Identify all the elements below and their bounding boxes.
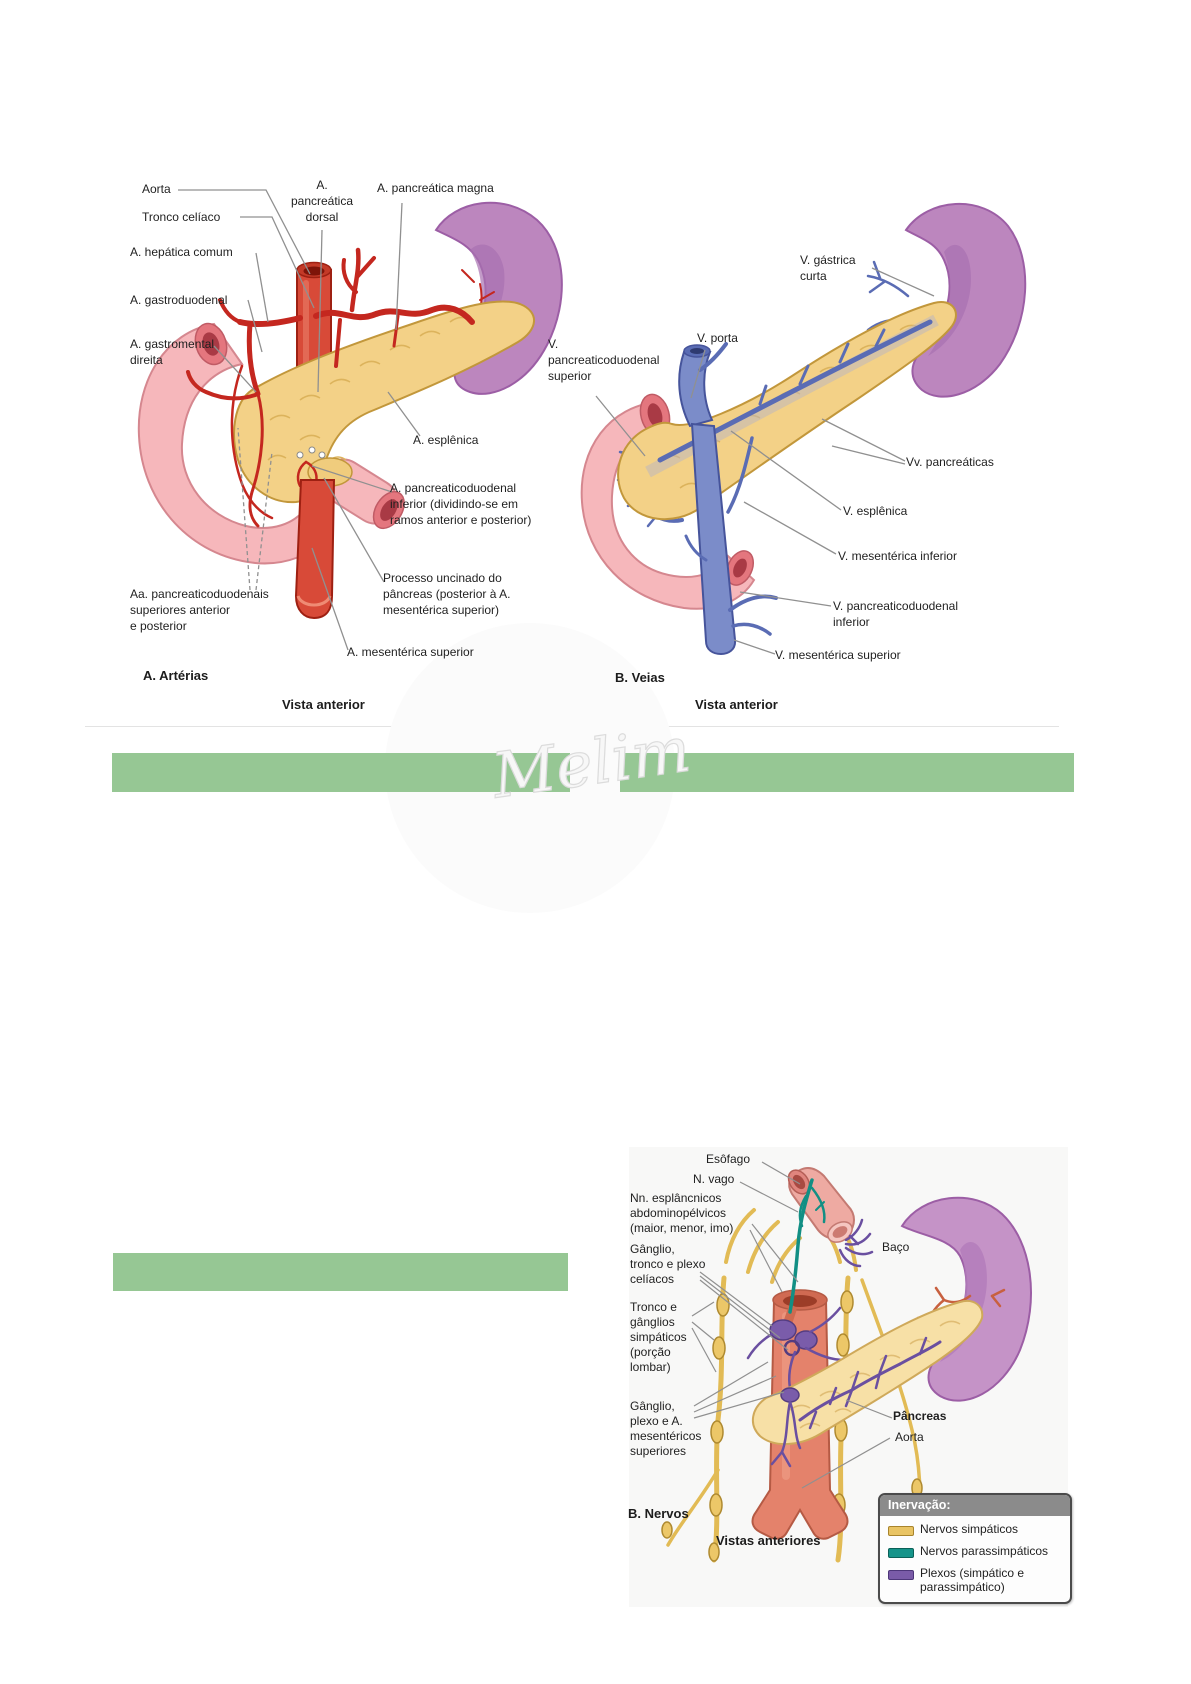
label-hepatica-comum: A. hepática comum [130, 245, 233, 259]
panel-title-nerves: B. Nervos [628, 1506, 689, 1521]
arteries-diagram [137, 189, 563, 651]
label-pancreas: Pâncreas [893, 1409, 947, 1423]
label-gastrica-curta: V. gástrica curta [800, 253, 856, 283]
label-ganglio-mesenterico: Gânglio, plexo e A. mesentéricos superio… [630, 1399, 702, 1458]
label-aorta: Aorta [142, 182, 171, 196]
label-esplenica-b: V. esplênica [843, 504, 908, 518]
splenic-vein-illustration [657, 319, 933, 463]
label-pancreatica-magna: A. pancreática magna [377, 181, 494, 195]
leader-lines-veins [595, 267, 935, 655]
legend-label: Nervos parassimpáticos [920, 1544, 1049, 1558]
pancreatic-plexus-illustration [798, 1336, 942, 1430]
caption-vistas-anteriores: Vistas anteriores [716, 1533, 821, 1548]
label-tronco-celiaco: Tronco celíaco [142, 210, 221, 224]
panel-title-veins: B. Veias [615, 670, 665, 685]
superior-mesenteric-artery-illustration [294, 479, 336, 620]
sympathetic-ganglia [661, 1290, 923, 1562]
label-vago: N. vago [693, 1172, 735, 1186]
legend-item-parassimpaticos: Nervos parassimpáticos [880, 1538, 1070, 1560]
plexus-branches-upper [838, 1218, 874, 1268]
panel-title-arteries: A. Artérias [143, 668, 209, 683]
label-pancreaticoduodenais-superiores: Aa. pancreaticoduodenais superiores ante… [130, 587, 269, 633]
label-processo-uncinado: Processo uncinado do pâncreas (posterior… [383, 571, 511, 617]
label-gastromental-direita: A. gastromental direita [130, 337, 215, 367]
sympathetic-color-swatch [888, 1526, 914, 1536]
legend-item-plexos: Plexos (simpático e parassimpático) [880, 1560, 1070, 1602]
label-pancreatica-dorsal: A. pancreática dorsal [290, 178, 354, 224]
label-ganglio-celiaco: Gânglio, tronco e plexo celíacos [630, 1242, 706, 1286]
caption-vista-anterior-a: Vista anterior [282, 697, 365, 712]
innervation-legend: Inervação: Nervos simpáticos Nervos para… [878, 1493, 1072, 1604]
spleen-illustration-b [866, 203, 1027, 398]
label-mesenterica-superior-a: A. mesentérica superior [347, 645, 474, 659]
label-mesenterica-superior-b: V. mesentérica superior [775, 648, 901, 662]
label-pancreaticoduodenal-inferior-b: V. pancreaticoduodenal inferior [833, 599, 958, 629]
plexus-color-swatch [888, 1570, 914, 1580]
legend-item-simpaticos: Nervos simpáticos [880, 1516, 1070, 1538]
pancreas-illustration-a [233, 300, 535, 504]
leader-lines-arteries [178, 189, 421, 651]
label-baco: Baço [882, 1240, 910, 1254]
leader-lines-nerves [691, 1161, 893, 1489]
parasympathetic-color-swatch [888, 1548, 914, 1558]
legend-title: Inervação: [880, 1495, 1070, 1516]
highlight-bar [620, 753, 1074, 792]
label-aorta-c: Aorta [895, 1430, 924, 1444]
highlight-bar [113, 1253, 568, 1291]
vagus-nerve-illustration [788, 1178, 826, 1314]
label-mesenterica-inferior: V. mesentérica inferior [838, 549, 957, 563]
legend-label: Nervos simpáticos [920, 1522, 1019, 1536]
pancreas-illustration-c [751, 1300, 984, 1446]
label-esofago: Esôfago [706, 1152, 751, 1166]
highlight-bar [112, 753, 570, 792]
label-gastroduodenal: A. gastroduodenal [130, 293, 228, 307]
superior-mesenteric-vein-illustration [684, 422, 778, 656]
label-esplenica-a: A. esplênica [413, 433, 479, 447]
label-tronco-simpatico: Tronco e gânglios simpáticos (porção lom… [630, 1300, 687, 1374]
artery-branches [186, 247, 475, 528]
veins-diagram [580, 203, 1027, 656]
label-pancreaticoduodenal-inferior-a: A. pancreaticoduodenal inferior (dividin… [390, 481, 532, 527]
label-pancreaticoduodenal-superior: V. pancreaticoduodenal superior [548, 337, 660, 383]
nerves-diagram [629, 1147, 1068, 1607]
caption-vista-anterior-b: Vista anterior [695, 697, 778, 712]
label-esplancnicos: Nn. esplâncnicos abdominopélvicos (maior… [630, 1191, 734, 1235]
portal-vein-illustration [678, 342, 728, 428]
label-pancreaticas: Vv. pancreáticas [906, 455, 994, 469]
label-porta: V. porta [697, 331, 738, 345]
mesenteric-plexus-illustration [770, 1387, 802, 1468]
legend-label: Plexos (simpático e parassimpático) [920, 1566, 1025, 1594]
